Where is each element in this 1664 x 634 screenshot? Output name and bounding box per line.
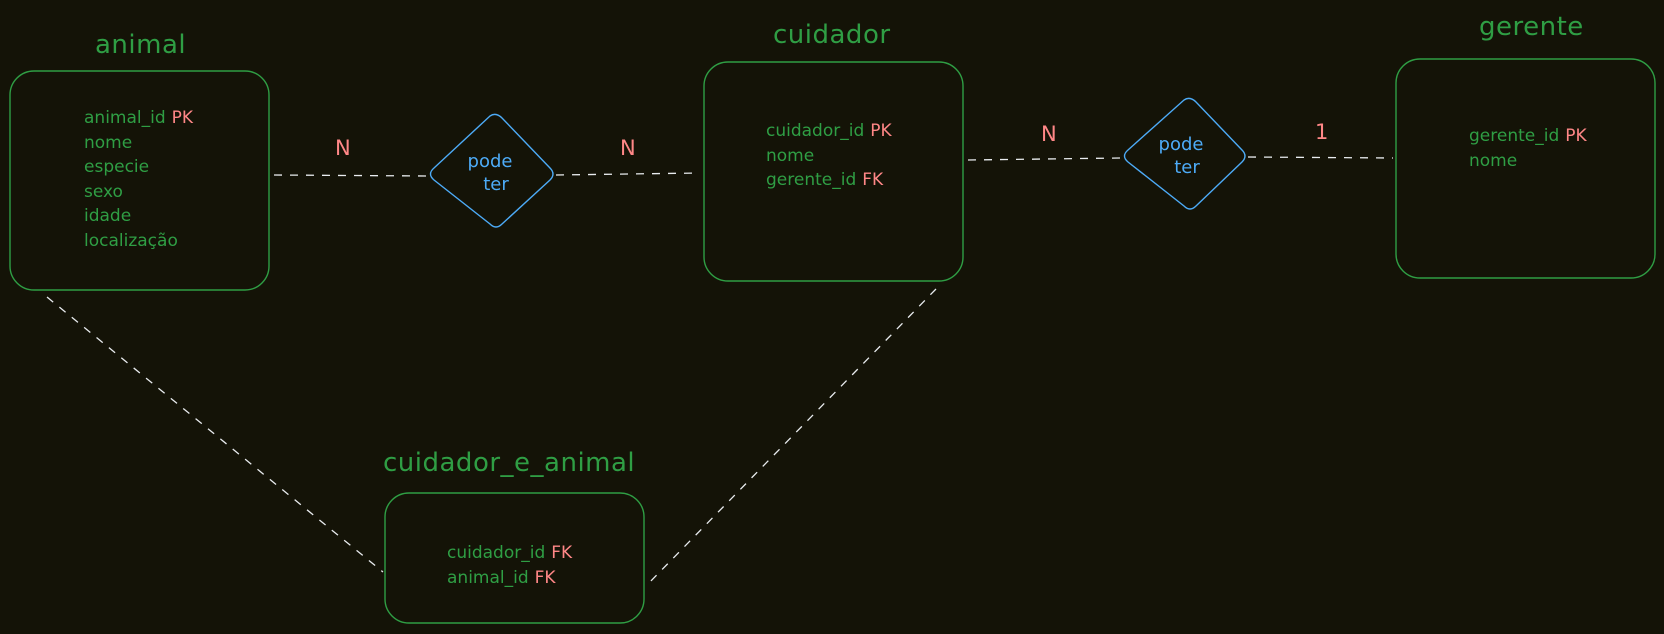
entity-box-cuidador[interactable]: [703, 61, 964, 282]
attribute-row: sexo: [84, 180, 193, 205]
relationship-verb: pode: [467, 151, 513, 172]
attribute-name: gerente_id: [1469, 126, 1560, 146]
relationship-diamond-cuidador-gerente[interactable]: [1123, 97, 1246, 210]
attribute-key-badge: PK: [870, 121, 892, 141]
cardinality-gerente-side: 1: [1315, 120, 1329, 144]
entity-title-gerente: gerente: [1479, 12, 1584, 42]
connector-animal-junction: [46, 296, 384, 573]
relationship-label-cuidador-gerente: pode ter: [1146, 133, 1216, 179]
attribute-key-badge: FK: [551, 543, 573, 563]
connector-animal-rel1: [273, 174, 428, 177]
cardinality-animal-side: N: [335, 136, 351, 160]
connector-rel2-gerente: [1247, 156, 1394, 159]
attribute-row: nome: [84, 131, 193, 156]
attribute-key-badge: FK: [534, 567, 556, 588]
attribute-row: especie: [84, 155, 193, 180]
attribute-name: cuidador_id: [766, 121, 865, 141]
attribute-row: nome: [766, 144, 892, 169]
attribute-key-badge: PK: [171, 108, 194, 128]
attribute-name: idade: [84, 206, 132, 226]
cardinality-cuidador-to-gerente: N: [1041, 122, 1057, 146]
attribute-key-badge: PK: [1565, 126, 1587, 146]
attribute-name: animal_id: [447, 567, 529, 588]
entity-box-animal[interactable]: [9, 70, 270, 291]
attribute-name: nome: [84, 132, 133, 153]
relationship-verb-continuation: ter: [1174, 157, 1200, 178]
connector-rel1-cuidador: [555, 172, 701, 176]
attribute-row: localização: [84, 229, 193, 254]
entity-title-cuidador-e-animal: cuidador_e_animal: [383, 448, 636, 478]
attribute-name: nome: [1469, 150, 1518, 171]
attribute-name: especie: [84, 157, 150, 177]
attribute-name: nome: [766, 145, 815, 166]
entity-box-cuidador-e-animal[interactable]: [384, 492, 645, 624]
connector-cuidador-junction: [645, 288, 937, 587]
attribute-row: idade: [84, 204, 193, 229]
entity-title-cuidador: cuidador: [773, 20, 891, 50]
attribute-name: animal_id: [84, 108, 166, 128]
relationship-verb-continuation: ter: [483, 174, 509, 195]
relationship-diamond-animal-cuidador[interactable]: [429, 113, 554, 228]
attribute-name: sexo: [84, 181, 123, 202]
attribute-name: gerente_id: [766, 170, 857, 190]
relationship-label-animal-cuidador: pode ter: [455, 150, 525, 196]
attribute-key-badge: FK: [862, 170, 884, 190]
attribute-row: nome: [1469, 149, 1587, 174]
attribute-name: cuidador_id: [447, 543, 546, 563]
entity-title-animal: animal: [95, 30, 187, 60]
relationship-verb: pode: [1158, 134, 1204, 155]
connector-cuidador-rel2: [967, 157, 1122, 161]
cardinality-cuidador-side: N: [620, 136, 636, 160]
entity-box-gerente[interactable]: [1395, 58, 1656, 279]
attribute-name: localização: [84, 230, 178, 251]
